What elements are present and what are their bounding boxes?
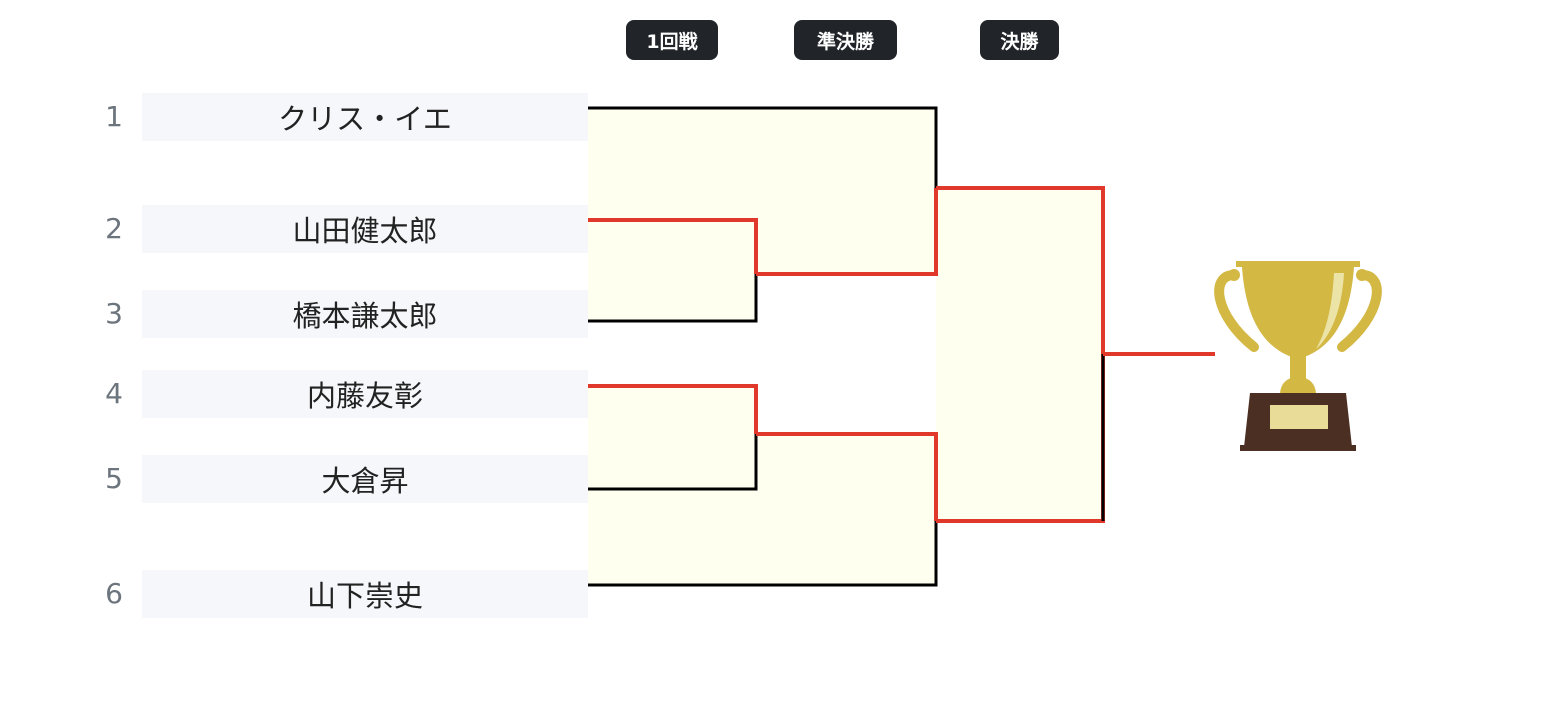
line-player4-win (588, 384, 758, 434)
player-entry: 橋本謙太郎 (142, 290, 588, 338)
player-entry: クリス・イエ (142, 93, 588, 141)
match-fill-r1-bottom (588, 386, 756, 489)
player-entry: 山下崇史 (142, 570, 588, 618)
player-entry: 内藤友彰 (142, 370, 588, 418)
round-header-final: 決勝 (980, 20, 1059, 60)
match-fill-r1-top (588, 220, 756, 321)
line-semi-bottom-win (756, 432, 938, 521)
seed-number: 5 (105, 462, 123, 495)
line-player6 (588, 521, 938, 587)
seed-number: 1 (105, 100, 123, 133)
line-player2-win (588, 218, 758, 274)
match-fill-semi-top-2 (756, 220, 936, 274)
match-fill-final (936, 188, 1103, 521)
line-player3 (588, 274, 758, 323)
player-entry: 山田健太郎 (142, 205, 588, 253)
line-player5 (588, 434, 758, 491)
seed-number: 2 (105, 212, 123, 245)
match-fill-semi-top (588, 108, 936, 220)
round-header-semifinal: 準決勝 (794, 20, 897, 60)
line-player1 (588, 106, 938, 188)
round-header-first-round: 1回戦 (626, 20, 718, 60)
seed-number: 3 (105, 297, 123, 330)
seed-number: 4 (105, 377, 123, 410)
match-fill-semi-bottom (756, 434, 936, 489)
seed-number: 6 (105, 577, 123, 610)
line-final-top (936, 186, 1105, 354)
line-semi-top-win (756, 188, 938, 276)
player-entry: 大倉昇 (142, 455, 588, 503)
match-fill-semi-bottom-2 (588, 489, 936, 585)
trophy-icon (1214, 261, 1382, 451)
